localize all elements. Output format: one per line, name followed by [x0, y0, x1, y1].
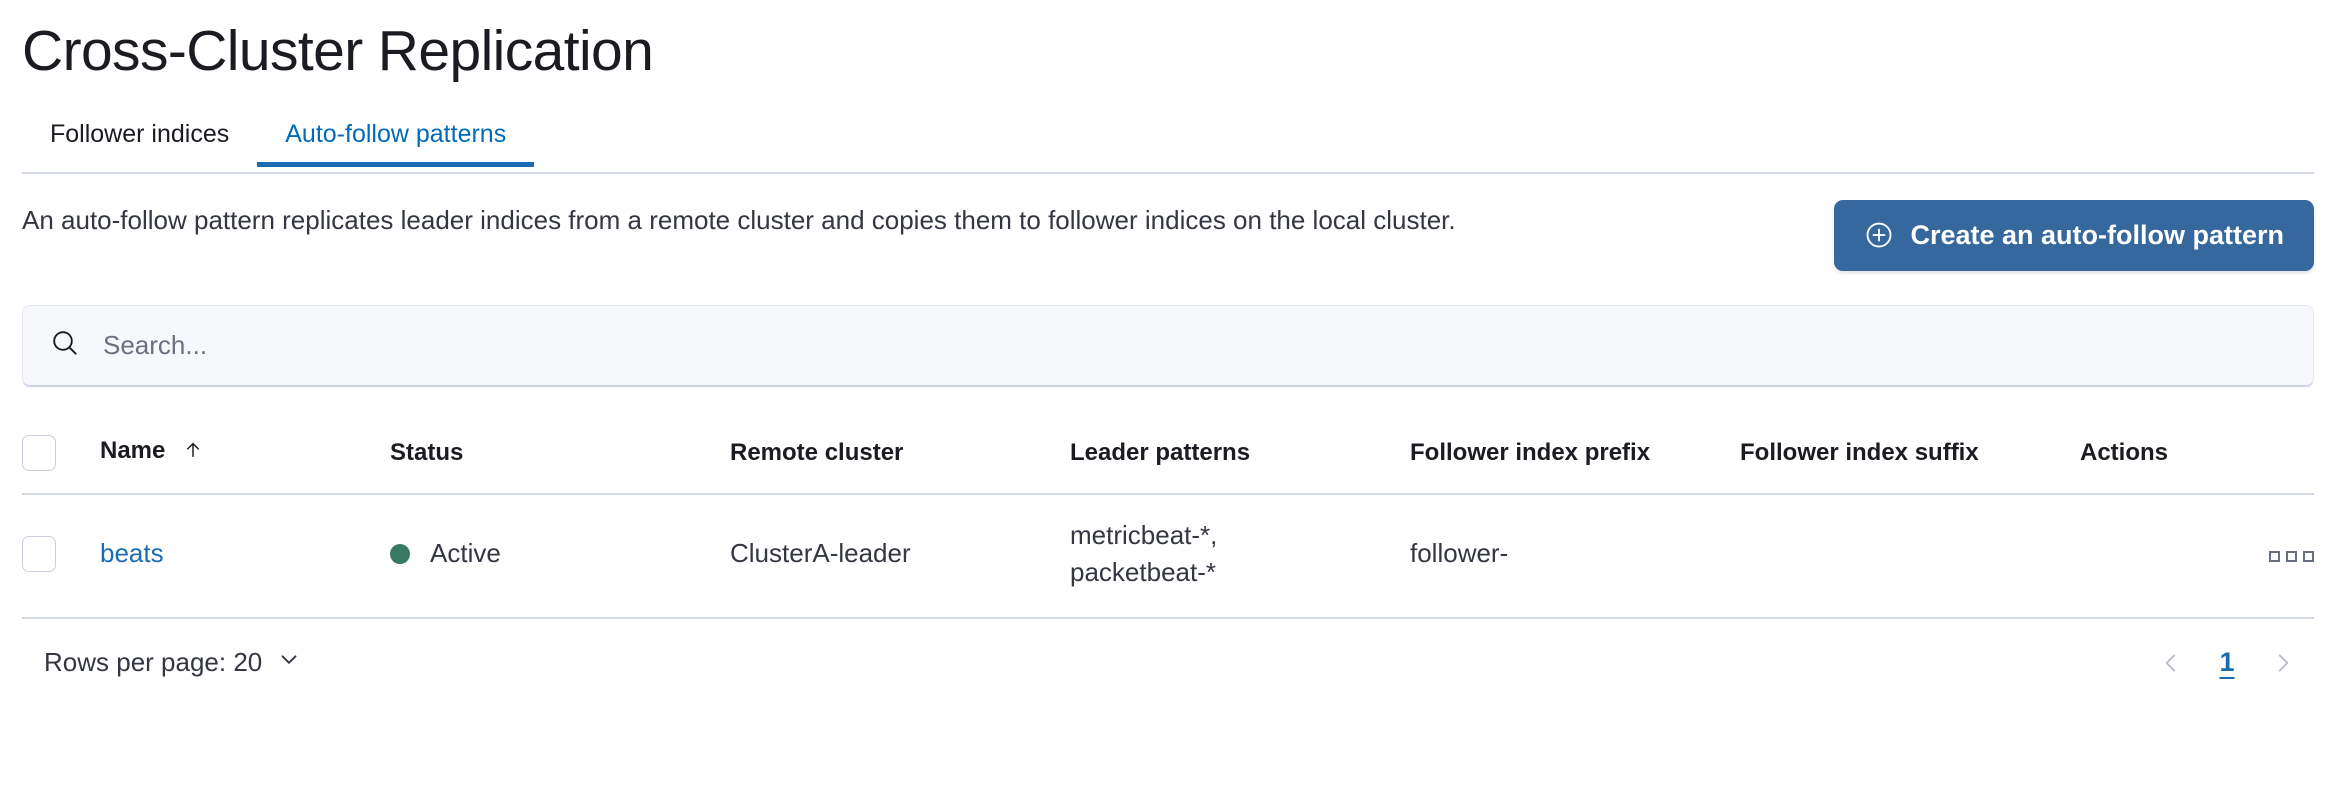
status-dot-icon: [390, 543, 410, 564]
chevron-left-icon[interactable]: [2154, 643, 2188, 683]
intro-description: An auto-follow pattern replicates leader…: [22, 204, 1456, 235]
column-header-name[interactable]: Name: [100, 418, 390, 495]
search-input[interactable]: [103, 329, 2287, 361]
table-body: beats Active ClusterA-leader metricbeat-…: [22, 493, 2314, 619]
chevron-right-icon[interactable]: [2266, 643, 2300, 683]
pagination: 1: [2154, 643, 2314, 683]
cell-follower-index-prefix: follower-: [1410, 493, 1740, 619]
row-checkbox[interactable]: [22, 535, 56, 572]
column-header-follower-index-prefix[interactable]: Follower index prefix: [1410, 418, 1740, 495]
column-header-actions: Actions: [2080, 418, 2314, 495]
auto-follow-patterns-table: Name Status Remote cluster Leader patter…: [22, 418, 2314, 619]
rows-per-page-selector[interactable]: Rows per page: 20: [22, 646, 302, 679]
tab-bar: Follower indices Auto-follow patterns: [22, 116, 2314, 174]
plus-in-circle-icon: [1864, 220, 1894, 250]
cell-remote-cluster: ClusterA-leader: [730, 493, 1070, 619]
table-header: Name Status Remote cluster Leader patter…: [22, 418, 2314, 495]
arrow-up-icon: [182, 439, 204, 468]
tab-auto-follow-patterns[interactable]: Auto-follow patterns: [257, 116, 535, 167]
boxes-horizontal-icon[interactable]: [2269, 551, 2314, 563]
search-bar[interactable]: [22, 304, 2314, 387]
select-all-checkbox[interactable]: [22, 434, 56, 471]
column-header-remote-cluster[interactable]: Remote cluster: [730, 418, 1070, 495]
table-header-row: Name Status Remote cluster Leader patter…: [22, 418, 2314, 495]
status-label: Active: [430, 538, 501, 569]
create-auto-follow-pattern-button[interactable]: Create an auto-follow pattern: [1834, 199, 2314, 271]
table-row: beats Active ClusterA-leader metricbeat-…: [22, 493, 2314, 619]
cell-follower-index-suffix: [1740, 493, 2080, 619]
intro-section: An auto-follow pattern replicates leader…: [22, 199, 2314, 271]
cell-status: Active: [390, 493, 730, 619]
tab-label: Auto-follow patterns: [285, 119, 507, 148]
column-header-follower-index-suffix[interactable]: Follower index suffix: [1740, 418, 2080, 495]
tab-follower-indices[interactable]: Follower indices: [22, 116, 257, 167]
column-header-leader-patterns[interactable]: Leader patterns: [1070, 418, 1410, 495]
select-all-header: [22, 418, 100, 495]
page-title: Cross-Cluster Replication: [22, 19, 654, 83]
tab-label: Follower indices: [50, 119, 230, 148]
cell-actions: [2080, 493, 2314, 619]
page-number-1[interactable]: 1: [2219, 647, 2235, 678]
row-select-cell: [22, 493, 100, 619]
table-footer: Rows per page: 20 1: [22, 643, 2314, 683]
column-header-status[interactable]: Status: [390, 418, 730, 495]
cell-name: beats: [100, 493, 390, 619]
rows-per-page-label: Rows per page: 20: [44, 647, 263, 678]
pattern-name-link[interactable]: beats: [100, 538, 164, 569]
search-icon: [49, 327, 81, 364]
column-label: Name: [100, 437, 166, 465]
chevron-down-icon: [276, 646, 302, 679]
cell-leader-patterns: metricbeat-*, packetbeat-*: [1070, 493, 1410, 619]
create-button-label: Create an auto-follow pattern: [1910, 219, 2284, 250]
